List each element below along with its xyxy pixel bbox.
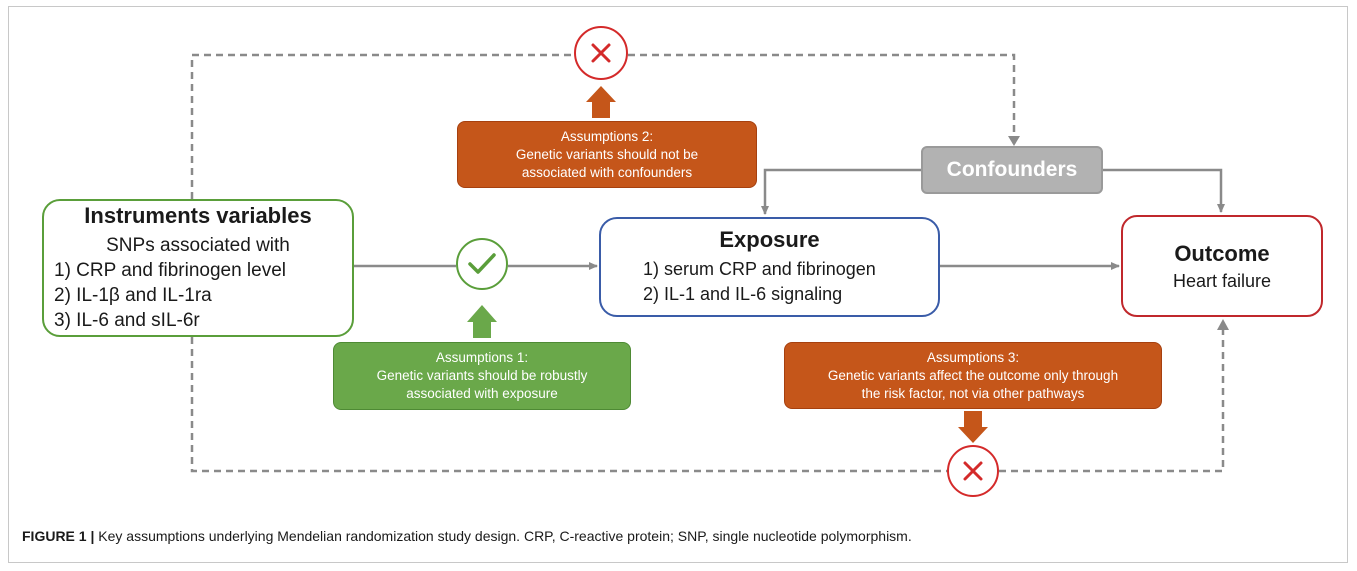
- instruments-line: 1) CRP and fibrinogen level: [54, 260, 287, 281]
- assumption-2-title: Assumptions 2:: [560, 128, 654, 144]
- outcome-title: Outcome: [1174, 240, 1270, 266]
- cross-icon: [963, 461, 983, 481]
- figure-caption: FIGURE 1 | Key assumptions underlying Me…: [22, 528, 912, 544]
- assumption-1-line: associated with exposure: [406, 386, 558, 401]
- exposure-line: 1) serum CRP and fibrinogen: [643, 259, 876, 279]
- confounders-box: Confounders: [921, 146, 1103, 194]
- assumption-3-title: Assumptions 3:: [926, 349, 1020, 365]
- block-arrow-assumption2: [586, 86, 616, 118]
- assumption-2-box: Assumptions 2: Genetic variants should n…: [457, 121, 757, 188]
- assumption-3-line: Genetic variants affect the outcome only…: [827, 367, 1119, 383]
- outcome-subtitle: Heart failure: [1172, 270, 1272, 291]
- figure-caption-text: Key assumptions underlying Mendelian ran…: [94, 528, 912, 544]
- exposure-box: Exposure 1) serum CRP and fibrinogen 2) …: [599, 217, 940, 317]
- dashed-path-instruments-to-confounders: [190, 53, 1016, 199]
- outcome-box: Outcome Heart failure: [1121, 215, 1323, 317]
- arrow-confounders-to-exposure: [761, 168, 921, 215]
- cross-icon: [591, 43, 611, 63]
- violation-cross-icon: [574, 26, 628, 80]
- dashed-path-instruments-to-outcome: [190, 322, 1225, 473]
- assumption-3-line: the risk factor, not via other pathways: [861, 385, 1085, 401]
- figure-caption-label: FIGURE 1 |: [22, 528, 95, 544]
- checkmark-icon: [468, 253, 496, 274]
- assumption-2-line: Genetic variants should not be: [515, 146, 699, 162]
- exposure-line: 2) IL-1 and IL-6 signaling: [643, 284, 843, 304]
- instruments-line: SNPs associated with: [106, 235, 290, 256]
- assumption-1-box: Assumptions 1: Genetic variants should b…: [333, 342, 631, 410]
- instruments-variables-box: Instruments variables SNPs associated wi…: [42, 199, 354, 337]
- assumption-2-line: associated with confounders: [521, 164, 693, 180]
- confounders-label: Confounders: [946, 158, 1078, 181]
- dashed-arrowhead-outcome: [1217, 319, 1229, 330]
- dashed-arrowhead-confounders: [1008, 136, 1020, 146]
- assumption-3-box: Assumptions 3: Genetic variants affect t…: [784, 342, 1162, 409]
- block-arrow-assumption1: [467, 305, 497, 338]
- valid-check-icon: [456, 238, 508, 290]
- figure-frame: [8, 6, 1348, 563]
- exposure-title: Exposure: [719, 227, 820, 252]
- arrow-confounders-to-outcome: [1103, 168, 1225, 213]
- assumption-1-title: Assumptions 1:: [435, 350, 529, 365]
- instruments-line: 2) IL-1β and IL-1ra: [54, 285, 212, 306]
- assumption-1-line: Genetic variants should be robustly: [376, 368, 588, 383]
- instruments-title: Instruments variables: [84, 203, 312, 228]
- violation-cross-icon: [947, 445, 999, 497]
- instruments-line: 3) IL-6 and sIL-6r: [54, 310, 200, 331]
- block-arrow-assumption3: [958, 411, 988, 443]
